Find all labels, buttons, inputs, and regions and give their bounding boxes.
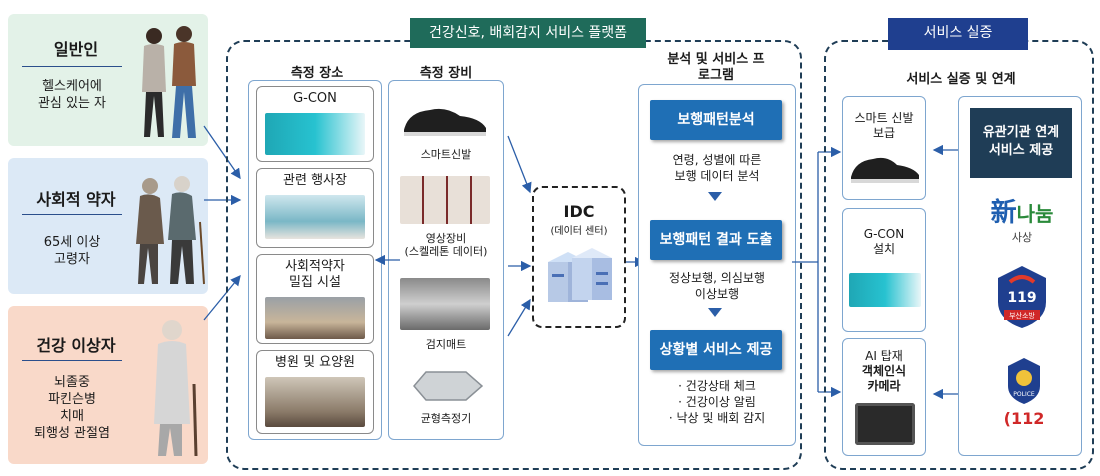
place-label: 관련 행사장 [257, 173, 373, 189]
svg-text:POLICE: POLICE [1013, 391, 1035, 398]
service-label-line: 보급 [843, 126, 925, 141]
place-label-line: 사회적약자 [257, 259, 373, 275]
user-title: 일반인 [16, 36, 136, 60]
platform-tag: 건강신호, 배회감지 서비스 플랫폼 [410, 18, 646, 48]
svg-text:119: 119 [1007, 290, 1036, 306]
gait-analysis-step: 보행패턴분석 [650, 100, 782, 140]
service-tag: 서비스 실증 [888, 18, 1028, 50]
down-arrow [708, 308, 722, 317]
place-label-line2: 밀집 시설 [257, 275, 373, 291]
service-label-line: 카메라 [843, 379, 925, 394]
police-112-logo: POLICE (112 [996, 356, 1052, 428]
divider [22, 214, 122, 215]
place-gcon: G-CON [256, 86, 374, 162]
equipment-label: 균형측정기 [390, 412, 502, 425]
desc-line: · 건강상태 체크 [646, 378, 788, 394]
idc-title: IDC [532, 202, 626, 221]
desc-line: 정상보행, 의심보행 [646, 270, 788, 286]
analysis-heading-line: 분석 및 서비스 프 [646, 52, 786, 68]
place-hospital: 병원 및 요양원 [256, 350, 374, 434]
analysis-heading: 분석 및 서비스 프 로그램 [646, 52, 786, 84]
event-hall-photo [265, 195, 365, 239]
hospital-photo [265, 377, 365, 427]
facility-photo [265, 297, 365, 339]
analysis-heading-line: 로그램 [646, 68, 786, 84]
desc-line: · 낙상 및 배회 감지 [646, 410, 788, 426]
equipment-to-idc-arrows [370, 120, 540, 350]
desc-line: · 건강이상 알림 [646, 394, 788, 410]
gait-analysis-desc: 연령, 성별에 따른 보행 데이터 분석 [646, 152, 788, 184]
gcon-photo [265, 113, 365, 155]
service-label-line: 스마트 신발 [843, 111, 925, 126]
svg-text:부산소방: 부산소방 [1009, 311, 1035, 320]
gait-result-desc: 정상보행, 의심보행 이상보행 [646, 270, 788, 302]
service-label: 스마트 신발 보급 [843, 111, 925, 141]
place-label: 병원 및 요양원 [257, 355, 373, 371]
service-label: G-CON 설치 [843, 227, 925, 257]
situation-service-desc: · 건강상태 체크 · 건강이상 알림 · 낙상 및 배회 감지 [646, 378, 788, 426]
down-arrow [708, 192, 722, 201]
partner-title-line: 유관기관 연계 [970, 124, 1072, 142]
partner-title-line: 서비스 제공 [970, 142, 1072, 160]
elderly-woman-cane-illustration [144, 314, 202, 460]
partner-arrows [926, 140, 962, 400]
place-label: 사회적약자 [257, 259, 373, 275]
divider [22, 360, 122, 361]
desc-line: 보행 데이터 분석 [646, 168, 788, 184]
desc-line: 연령, 성별에 따른 [646, 152, 788, 168]
walking-couple-illustration [136, 22, 204, 144]
divider [22, 66, 122, 67]
service-smart-shoe: 스마트 신발 보급 [842, 96, 926, 200]
svg-text:(112: (112 [1004, 409, 1045, 428]
service-label-line: G-CON [843, 227, 925, 242]
service-label-line: 설치 [843, 242, 925, 257]
service-gcon-install: G-CON 설치 [842, 208, 926, 332]
gait-result-step: 보행패턴 결과 도출 [650, 220, 782, 260]
user-title: 사회적 약자 [16, 186, 136, 210]
situation-service-step: 상황별 서비스 제공 [650, 330, 782, 370]
elderly-couple-illustration [128, 172, 206, 290]
partner-title: 유관기관 연계 서비스 제공 [970, 108, 1072, 178]
service-ai-camera: AI 탑재 객체인식 카메라 [842, 338, 926, 456]
desc-line: 이상보행 [646, 286, 788, 302]
places-heading: 측정 장소 [252, 62, 382, 81]
busan-fire-119-logo: 119 부산소방 [994, 264, 1050, 330]
service-heading: 서비스 실증 및 연계 [836, 68, 1086, 87]
balance-device-image [404, 366, 488, 406]
place-event-hall: 관련 행사장 [256, 168, 374, 248]
service-label-line: 객체인식 [843, 364, 925, 379]
place-label: G-CON [257, 91, 373, 107]
nanum-sasang-logo: 新나눔 사상 [972, 198, 1072, 246]
smart-shoe-image [849, 151, 921, 185]
idc-subtitle: (데이터 센터) [532, 222, 626, 237]
service-label: AI 탑재 객체인식 카메라 [843, 349, 925, 394]
ai-camera-image [855, 403, 915, 445]
service-label-line: AI 탑재 [843, 349, 925, 364]
user-title: 건강 이상자 [16, 332, 136, 356]
place-vulnerable-facility: 사회적약자 밀집 시설 [256, 254, 374, 344]
gcon-photo [849, 273, 921, 307]
equipment-heading: 측정 장비 [390, 62, 502, 81]
server-rack-icon [544, 244, 616, 308]
